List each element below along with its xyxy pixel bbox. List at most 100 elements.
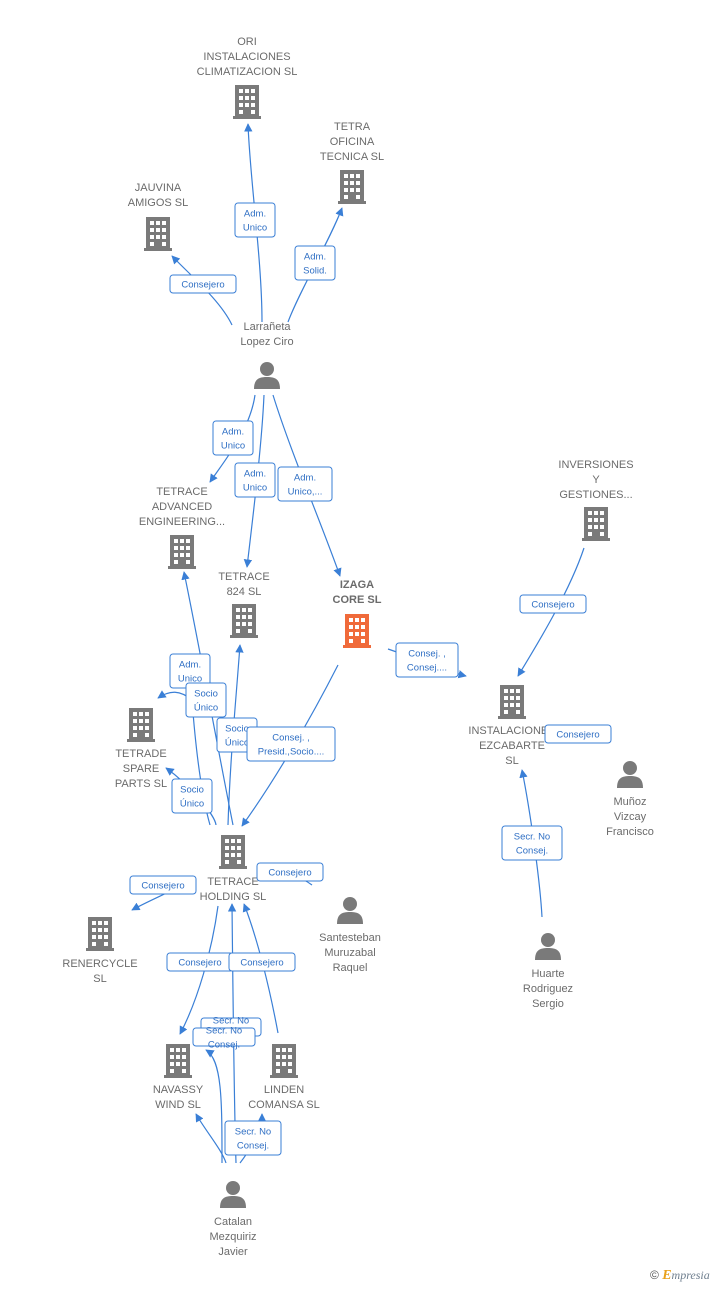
relation-edge [205, 1049, 223, 1164]
relation-badge-box [212, 420, 254, 456]
relation-label-line: Unico,... [288, 487, 323, 498]
node-label-line: TECNICA SL [320, 151, 384, 163]
company-node-inversiones[interactable]: INVERSIONESYGESTIONES... [558, 459, 634, 541]
node-label-line: Rodriguez [523, 983, 573, 995]
relation-label-line: Consejero [531, 600, 574, 611]
relation-badge-box [501, 825, 563, 861]
relation-label-line: Adm. [294, 473, 316, 484]
relation-label-line: Consejero [181, 280, 224, 291]
relation-label-line: Secr. No [514, 832, 550, 843]
relation-edge [195, 1113, 227, 1164]
relation-label-line: Consej.... [407, 663, 447, 674]
relation-badge-r7[interactable]: Consejero [519, 594, 587, 614]
node-label-line: TETRACE [207, 876, 258, 888]
node-label-line: ORI [237, 36, 257, 48]
relation-badge-r1[interactable]: Adm.Unico [234, 202, 276, 238]
node-label-line: Lopez Ciro [240, 336, 293, 348]
node-label-line: Larrañeta [243, 321, 291, 333]
relation-badge-box [234, 202, 276, 238]
node-label-line: INSTALACIONES [468, 725, 555, 737]
node-label-line: Raquel [333, 962, 368, 974]
node-label-line: COMANSA SL [248, 1099, 320, 1111]
node-label-line: SL [505, 755, 518, 767]
relation-badge-r2[interactable]: Adm.Solid. [294, 245, 336, 281]
relation-badge-r16[interactable]: Consejero [129, 875, 197, 895]
relation-badge-r6[interactable]: Adm. Unico,... [277, 466, 333, 502]
node-label-line: TETRACE [218, 571, 269, 583]
relation-badge-r10[interactable]: Adm.Unico [169, 653, 211, 689]
relation-badge-r17[interactable]: Consejero [256, 862, 324, 882]
node-label-line: SL [93, 973, 106, 985]
relation-badge-r5[interactable]: Adm.Unico [234, 462, 276, 498]
company-node-tetrace_adv[interactable]: TETRACEADVANCEDENGINEERING... [139, 486, 225, 569]
relation-label-line: Consejero [556, 730, 599, 741]
person-icon [254, 362, 280, 389]
building-icon [498, 685, 526, 719]
node-label-line: Catalan [214, 1216, 252, 1228]
relation-label-line: Único [180, 799, 204, 810]
relation-edge [517, 547, 585, 677]
relation-label-line: Socio [225, 724, 249, 735]
relation-label-line: Consej. [237, 1141, 269, 1152]
node-label-line: HOLDING SL [200, 891, 267, 903]
relation-badge-r9[interactable]: Consejero [544, 724, 612, 744]
person-icon [337, 897, 363, 924]
copyright-symbol: © [650, 1268, 659, 1282]
node-label-line: Mezquiriz [209, 1231, 256, 1243]
relation-badge-box [192, 1027, 256, 1047]
relation-label-line: Adm. [222, 427, 244, 438]
relation-badge-r19[interactable]: Consejero [228, 952, 296, 972]
relation-label-line: Consejero [240, 958, 283, 969]
relation-label-line: Unico [178, 674, 202, 685]
node-label-line: CORE SL [333, 594, 382, 606]
relation-label-line: Adm. [244, 469, 266, 480]
node-label-line: TETRADE [115, 748, 166, 760]
relation-badge-r4[interactable]: Adm.Unico [212, 420, 254, 456]
relation-badge-r3[interactable]: Consejero [169, 274, 237, 294]
footer-brand: © Empresia [650, 1268, 710, 1284]
relation-label-line: Consejero [268, 868, 311, 879]
node-label-line: TETRACE [156, 486, 207, 498]
relation-badge-box [277, 466, 333, 502]
relation-badge-r8[interactable]: Consej. ,Consej.... [395, 642, 459, 678]
building-icon [127, 708, 155, 742]
node-label-line: Santesteban [319, 932, 381, 944]
node-label-line: ENGINEERING... [139, 516, 225, 528]
relation-label-line: Único [194, 703, 218, 714]
relation-badge-r18[interactable]: Consejero [166, 952, 234, 972]
relation-badge-r13[interactable]: Consej. ,Presid.,Socio.... [246, 726, 336, 762]
relation-label-line: Consejero [141, 881, 184, 892]
relation-label-line: Socio [194, 689, 218, 700]
relation-label-line: Consejero [178, 958, 221, 969]
building-icon [270, 1044, 298, 1078]
relation-label-line: Unico [243, 223, 267, 234]
company-node-tetrace_holding[interactable]: TETRACE HOLDING SL [200, 835, 267, 903]
node-label-line: AMIGOS SL [128, 197, 189, 209]
relation-badge-box [519, 594, 587, 614]
building-icon [582, 507, 610, 541]
relation-badge-box [395, 642, 459, 678]
relation-label-line: Adm. [304, 252, 326, 263]
